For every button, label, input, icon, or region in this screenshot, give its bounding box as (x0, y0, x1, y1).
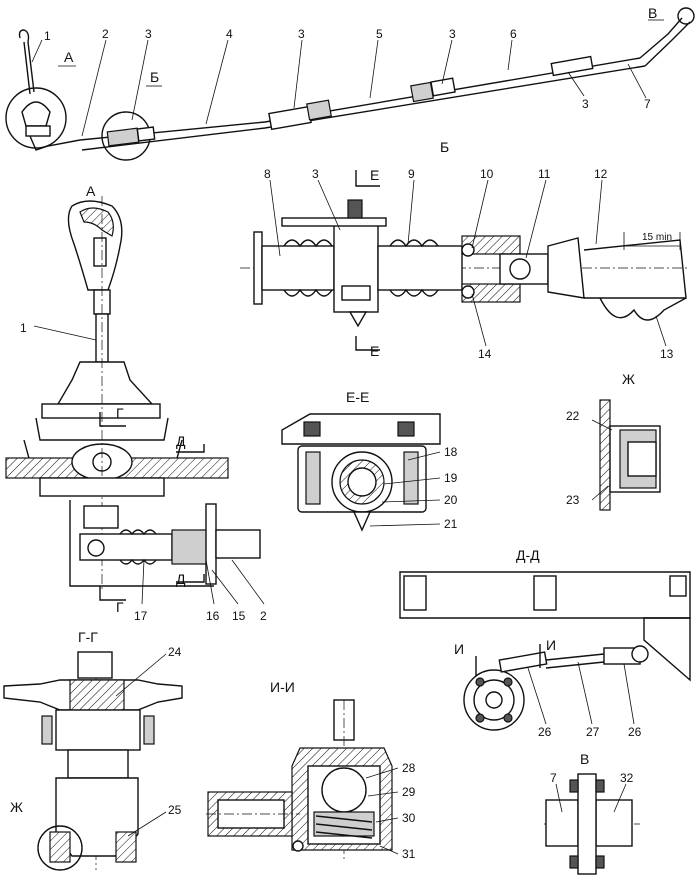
callout-b-12: 12 (594, 167, 608, 181)
section-mark-i-right: И (546, 637, 556, 653)
section-i-i: И-И 28 29 30 31 (206, 679, 416, 861)
section-ee-title: Е-Е (346, 389, 369, 405)
section-mark-d-top: Д (176, 433, 186, 449)
callout-b-11: 11 (538, 167, 551, 181)
callout-b-14: 14 (478, 347, 492, 361)
callout-b-3: 3 (312, 167, 319, 181)
lever-boot (56, 361, 154, 405)
overview-coupling-2 (410, 77, 456, 103)
view-b: Б Е Е 15 min (240, 139, 690, 361)
rod-end-8 (261, 245, 335, 291)
callout-a-2: 2 (260, 609, 267, 623)
detail-circle-a (5, 87, 67, 149)
callout-overview-5: 5 (376, 27, 383, 41)
section-mark-i-left: И (454, 641, 464, 657)
callout-ii-30: 30 (402, 811, 416, 825)
section-gg-title: Г-Г (78, 629, 98, 645)
callout-b-10: 10 (480, 167, 494, 181)
callout-v-32: 32 (620, 771, 634, 785)
callout-zh-22: 22 (566, 409, 580, 423)
section-ii-title: И-И (270, 679, 295, 695)
callout-dd-26b: 26 (628, 725, 642, 739)
callout-b-9: 9 (408, 167, 415, 181)
view-v: В 7 32 (544, 751, 640, 875)
callout-ii-29: 29 (402, 785, 416, 799)
view-a: А Г Г Д (5, 183, 267, 623)
callout-dd-26a: 26 (538, 725, 552, 739)
overview-coupling-3 (550, 55, 594, 77)
overview-coupling-1 (268, 99, 332, 131)
callout-ii-31: 31 (402, 847, 416, 861)
callout-a-16: 16 (206, 609, 220, 623)
callout-gg-24: 24 (168, 645, 182, 659)
callout-overview-4: 4 (226, 27, 233, 41)
callout-overview-1: 1 (44, 29, 51, 43)
callout-overview-7: 7 (644, 97, 651, 111)
callout-a-15: 15 (232, 609, 246, 623)
callout-b-13: 13 (660, 347, 674, 361)
view-b-title: Б (440, 139, 449, 155)
flange-clamp (577, 773, 597, 875)
callout-gg-25: 25 (168, 803, 182, 817)
view-v-title: В (580, 751, 589, 767)
view-zh-title: Ж (622, 371, 635, 387)
dimension-15min: 15 min (642, 232, 672, 243)
view-mark-v: В (648, 5, 657, 21)
callout-ii-28: 28 (402, 761, 416, 775)
overview-assembly: 1 2 3 4 3 5 3 6 3 7 А Б В (5, 5, 695, 161)
view-mark-b: Б (150, 69, 159, 85)
detail-circle-v (677, 7, 695, 25)
callout-v-7: 7 (550, 771, 557, 785)
overview-rod-bottom (81, 65, 646, 151)
overview-lever (18, 29, 35, 95)
view-zh: Ж 22 23 (566, 371, 661, 511)
callout-overview-2: 2 (102, 27, 109, 41)
callout-a-1: 1 (20, 321, 27, 335)
callout-overview-3c: 3 (449, 27, 456, 41)
section-e-e: Е-Е 18 19 20 21 (281, 389, 458, 532)
callout-ee-21: 21 (444, 517, 458, 531)
callout-ee-18: 18 (444, 445, 458, 459)
section-mark-g-top: Г (116, 405, 124, 421)
callout-a-17: 17 (134, 609, 148, 623)
callout-overview-6: 6 (510, 27, 517, 41)
callout-dd-27: 27 (586, 725, 600, 739)
callout-ee-19: 19 (444, 471, 458, 485)
callout-zh-23: 23 (566, 493, 580, 507)
callout-overview-3d: 3 (582, 97, 589, 111)
callout-overview-3a: 3 (145, 27, 152, 41)
section-g-g: Г-Г Ж 24 25 (3, 629, 183, 871)
section-mark-e-top: Е (370, 167, 379, 183)
callout-ee-20: 20 (444, 493, 458, 507)
view-mark-zh: Ж (10, 799, 23, 815)
view-mark-a: А (64, 49, 74, 65)
view-a-title: А (86, 183, 96, 199)
bellows-9 (377, 245, 463, 291)
callout-b-8: 8 (264, 167, 271, 181)
section-dd-title: Д-Д (516, 547, 540, 563)
section-mark-e-bottom: Е (370, 343, 379, 359)
detail-circle-zh (37, 825, 83, 871)
callout-overview-3b: 3 (298, 27, 305, 41)
section-mark-d-bottom: Д (176, 571, 186, 587)
section-mark-g-bottom: Г (116, 599, 124, 615)
section-d-d: Д-Д И И 26 27 26 (399, 547, 691, 739)
